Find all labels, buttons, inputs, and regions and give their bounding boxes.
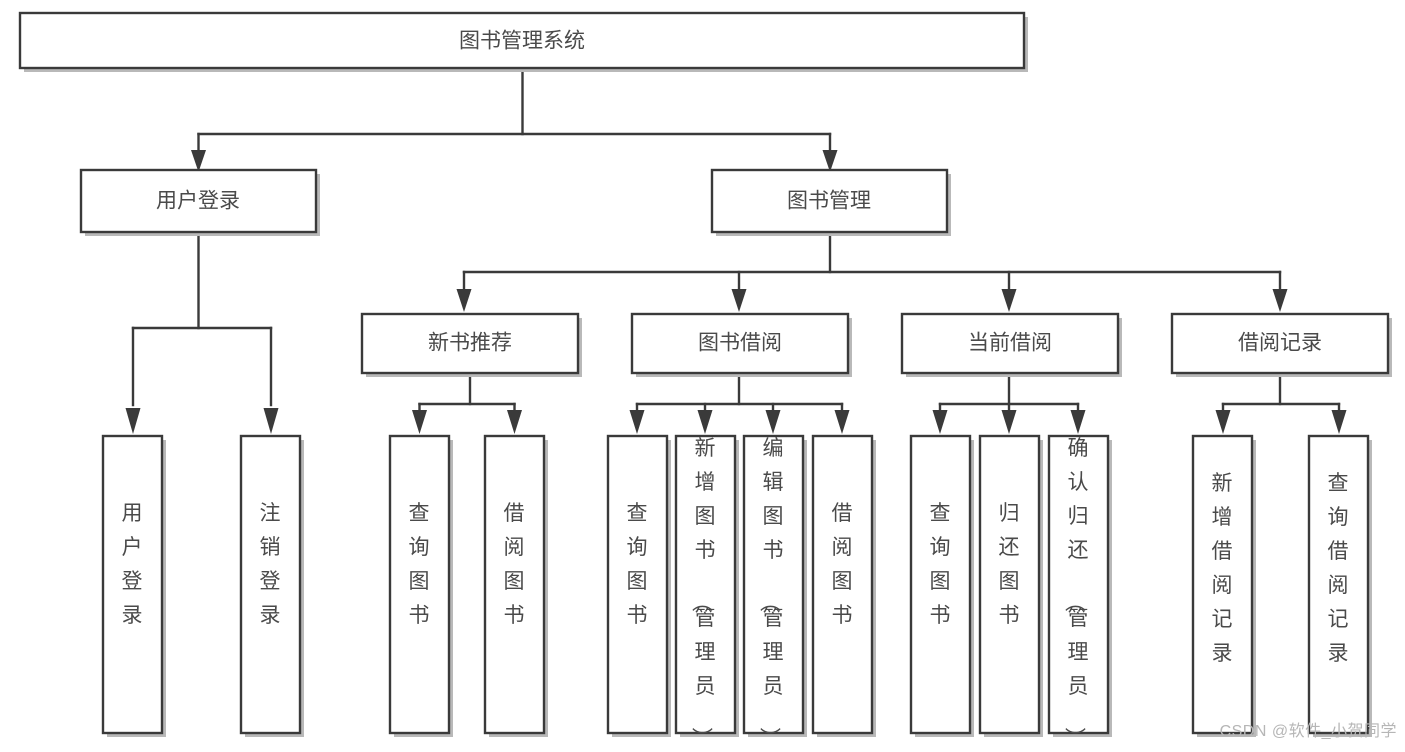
- borrow-record-box: [1170, 312, 1390, 375]
- node-leaf-logout-login[interactable]: 注销登录: [239, 434, 304, 737]
- leaf-return-book-label: 归还图书: [999, 502, 1020, 627]
- leaf-query-book-2-label: 查询图书: [627, 502, 648, 627]
- connector-borrow-record-to-leaves: [1215, 375, 1347, 434]
- arrow-leaf-return-book: [1001, 410, 1017, 434]
- connector-book-manage-to-level3: [456, 230, 1288, 312]
- leaf-query-book-3-label: 查询图书: [930, 502, 951, 627]
- node-leaf-query-book-2[interactable]: 查询图书: [606, 434, 671, 737]
- new-book-recommend-box: [360, 312, 580, 375]
- book-borrow-box: [630, 312, 850, 375]
- connector-user-login-to-leaves: [125, 230, 279, 434]
- arrow-leaf-borrow-book-2: [834, 410, 850, 434]
- current-borrow-label: 当前借阅: [968, 332, 1052, 355]
- arrow-leaf-query-book-3: [932, 410, 948, 434]
- leaf-add-book-box: [674, 434, 737, 735]
- arrow-borrow-record: [1272, 289, 1288, 312]
- leaf-add-record-label: 新增借阅记录: [1212, 472, 1233, 665]
- node-root[interactable]: 图书管理系统: [18, 11, 1028, 72]
- arrow-leaf-edit-book: [765, 410, 781, 434]
- leaf-query-record-box: [1307, 434, 1370, 735]
- connector-new-book-recommend-to-leaves: [412, 375, 522, 434]
- connector-current-borrow-to-leaves: [932, 375, 1086, 434]
- leaf-query-book-2-box: [606, 434, 669, 735]
- leaf-borrow-book-1-box: [483, 434, 546, 735]
- arrow-leaf-add-book: [697, 410, 713, 434]
- leaf-edit-book-box: [742, 434, 805, 735]
- arrow-leaf-add-record: [1215, 410, 1231, 434]
- leaf-user-login-label: 用户登录: [122, 502, 143, 627]
- leaf-query-book-3-box: [909, 434, 972, 735]
- node-leaf-return-book[interactable]: 归还图书: [978, 434, 1043, 737]
- book-borrow-label: 图书借阅: [698, 332, 782, 355]
- arrow-leaf-query-book-1: [412, 410, 427, 434]
- arrow-leaf-borrow-book-1: [507, 410, 522, 434]
- new-book-recommend-label: 新书推荐: [428, 332, 512, 355]
- arrow-leaf-confirm-return: [1070, 410, 1086, 434]
- leaf-logout-login-box: [239, 434, 302, 735]
- borrow-record-label: 借阅记录: [1238, 332, 1322, 355]
- node-leaf-confirm-return[interactable]: 确认归还（管理员）: [1047, 434, 1112, 748]
- arrow-leaf-query-record: [1331, 410, 1347, 434]
- leaf-user-login-box: [101, 434, 164, 735]
- node-leaf-borrow-book-2[interactable]: 借阅图书: [811, 434, 876, 737]
- node-leaf-borrow-book-1[interactable]: 借阅图书: [483, 434, 548, 737]
- book-manage-label: 图书管理: [787, 190, 871, 213]
- node-borrow-record[interactable]: 借阅记录: [1170, 312, 1392, 377]
- arrow-book-borrow: [731, 289, 747, 312]
- leaf-add-record-box: [1191, 434, 1254, 735]
- csdn-watermark: CSDN @软件_小贺同学: [1219, 723, 1397, 740]
- node-current-borrow[interactable]: 当前借阅: [900, 312, 1122, 377]
- node-leaf-query-book-1[interactable]: 查询图书: [388, 434, 453, 737]
- node-leaf-add-book[interactable]: 新增图书（管理员）: [674, 434, 739, 748]
- user-login-box: [79, 168, 318, 234]
- leaf-edit-book-label: 编辑图书（管理员）: [758, 437, 784, 747]
- leaf-borrow-book-2-label: 借阅图书: [832, 502, 853, 627]
- user-login-label: 用户登录: [156, 190, 240, 213]
- leaf-borrow-book-1-label: 借阅图书: [504, 502, 525, 627]
- leaf-add-book-label: 新增图书（管理员）: [690, 437, 716, 747]
- node-book-manage[interactable]: 图书管理: [710, 168, 951, 236]
- node-leaf-add-record[interactable]: 新增借阅记录: [1191, 434, 1256, 737]
- node-user-login[interactable]: 用户登录: [79, 168, 320, 236]
- arrow-new-book-recommend: [456, 289, 472, 312]
- root-label: 图书管理系统: [459, 30, 585, 53]
- node-leaf-query-book-3[interactable]: 查询图书: [909, 434, 974, 737]
- leaf-query-record-label: 查询借阅记录: [1328, 472, 1349, 665]
- arrow-leaf-logout-login: [263, 408, 279, 434]
- leaf-logout-login-label: 注销登录: [260, 502, 281, 627]
- book-manage-box: [710, 168, 949, 234]
- leaf-confirm-return-box: [1047, 434, 1110, 735]
- node-book-borrow[interactable]: 图书借阅: [630, 312, 852, 377]
- leaf-query-book-1-box: [388, 434, 451, 735]
- arrow-book-manage: [822, 150, 838, 172]
- connector-book-borrow-to-leaves: [629, 375, 850, 434]
- leaf-query-book-1-label: 查询图书: [409, 502, 430, 627]
- current-borrow-box: [900, 312, 1120, 375]
- root-box: [18, 11, 1026, 70]
- node-leaf-query-record[interactable]: 查询借阅记录: [1307, 434, 1372, 737]
- arrow-leaf-user-login: [125, 408, 141, 434]
- leaf-borrow-book-2-box: [811, 434, 874, 735]
- arrow-user-login: [191, 150, 206, 172]
- connector-root-to-level2: [191, 67, 838, 172]
- node-leaf-user-login[interactable]: 用户登录: [101, 434, 166, 737]
- arrow-leaf-query-book-2: [629, 410, 645, 434]
- node-leaf-edit-book[interactable]: 编辑图书（管理员）: [742, 434, 807, 748]
- node-new-book-recommend[interactable]: 新书推荐: [360, 312, 582, 377]
- leaf-confirm-return-label: 确认归还（管理员）: [1063, 437, 1089, 747]
- arrow-current-borrow: [1001, 289, 1017, 312]
- leaf-return-book-box: [978, 434, 1041, 735]
